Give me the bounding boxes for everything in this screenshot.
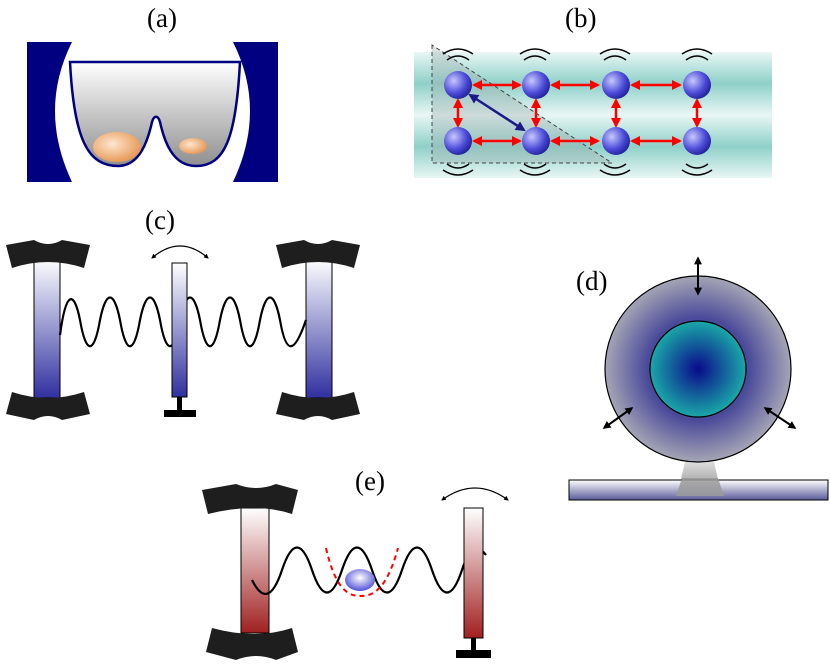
lattice-atoms: [444, 71, 711, 155]
atom: [683, 127, 711, 155]
pivot-arrow-icon: [441, 487, 509, 501]
diagonal-coupling-arrow: [468, 93, 526, 132]
double-arrow-icon: [602, 407, 634, 429]
atom: [522, 71, 550, 99]
panel-c-cavity: [6, 240, 360, 420]
left-mirror: [27, 42, 72, 182]
pivot-arrow-icon: [151, 245, 209, 259]
membrane-stand: [471, 638, 476, 652]
membrane: [171, 262, 188, 398]
clamp-icon: [6, 392, 90, 420]
atom: [602, 71, 630, 99]
right-mirror: [233, 42, 278, 182]
pedestal-foot: [676, 478, 724, 496]
membrane-stand: [177, 397, 182, 412]
panel-e-cavity: [202, 484, 509, 660]
right-mirror-bar: [305, 257, 333, 399]
double-arrow-icon: [763, 407, 797, 429]
membrane-base: [164, 410, 196, 417]
clamp-icon: [206, 628, 298, 660]
trapped-particle: [345, 569, 375, 591]
coupling-arrows: [453, 80, 702, 146]
atom: [444, 127, 472, 155]
panel-a-cavity: [27, 42, 278, 182]
clamp-icon: [6, 240, 90, 268]
atom: [683, 71, 711, 99]
left-mirror-bar: [240, 507, 270, 634]
atom: [444, 71, 472, 99]
atom: [522, 127, 550, 155]
clamp-icon: [276, 392, 360, 420]
left-mirror-bar: [33, 257, 61, 399]
standing-wave: [251, 546, 487, 595]
atom-cloud-left: [93, 132, 141, 162]
atom-cloud-right: [179, 138, 207, 154]
vibration-marks: [442, 48, 713, 176]
membrane-base: [456, 650, 491, 658]
atom: [602, 127, 630, 155]
inner-disk: [649, 320, 747, 418]
panel-label-d: (d): [576, 266, 607, 296]
panel-label-c: (c): [145, 205, 175, 235]
panel-label-e: (e): [355, 466, 385, 496]
panel-d-resonator: [568, 256, 829, 501]
clamp-icon: [276, 240, 360, 268]
panel-label-b: (b): [565, 3, 596, 33]
clamp-icon: [202, 484, 298, 514]
harmonic-trap: [325, 547, 399, 598]
panel-label-a: (a): [147, 3, 177, 33]
membrane: [463, 507, 484, 639]
panel-b-lattice: [414, 44, 772, 178]
